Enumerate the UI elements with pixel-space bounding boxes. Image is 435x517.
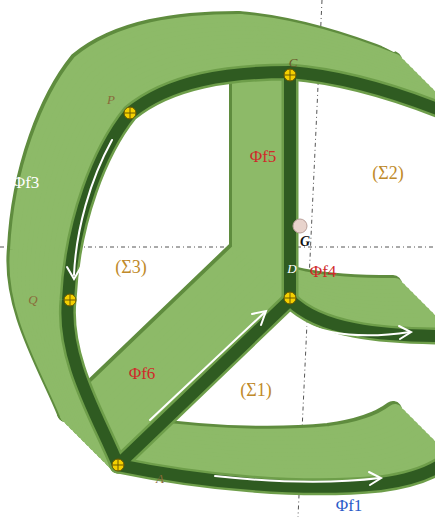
point-letter: C xyxy=(289,56,298,69)
surface-label: (Σ2) xyxy=(372,164,403,182)
centre-letter: G xyxy=(300,235,310,249)
flux-label: Φf3 xyxy=(13,174,40,191)
flux-label: Φf6 xyxy=(129,365,156,382)
point-letter: D xyxy=(287,262,296,275)
flux-label: Φf4 xyxy=(310,263,337,280)
point-letter: Q xyxy=(28,293,37,306)
flux-label: Φf5 xyxy=(250,148,277,165)
point-letter: A xyxy=(156,472,164,485)
surface-label: (Σ1) xyxy=(240,381,271,399)
surface-label: (Σ3) xyxy=(115,258,146,276)
point-letter: P xyxy=(107,93,115,106)
flux-label: Φf1 xyxy=(336,497,363,514)
